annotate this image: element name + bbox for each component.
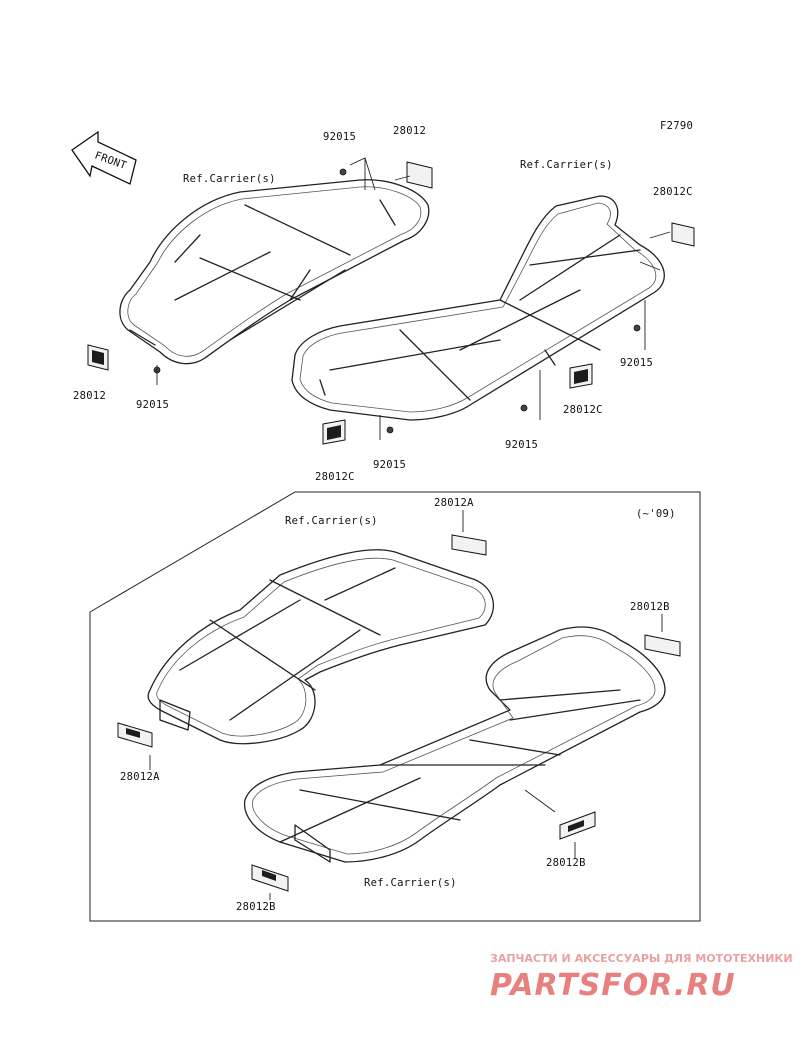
label-92015-center: 92015	[505, 439, 538, 451]
reflector-28012-top	[406, 161, 433, 189]
label-92015-right: 92015	[620, 357, 653, 369]
label-28012A-top: 28012A	[434, 497, 474, 509]
front-arrow-icon: FRONT	[71, 130, 137, 185]
label-28012C-right: 28012C	[653, 186, 693, 198]
nut-92015-center	[520, 404, 528, 412]
label-28012A-left: 28012A	[120, 771, 160, 783]
reflector-28012B-right	[644, 634, 681, 657]
reflector-28012A-top	[451, 534, 487, 556]
label-28012C-bottom: 28012C	[315, 471, 355, 483]
label-28012B-left: 28012B	[236, 901, 276, 913]
reflector-28012C-center	[569, 363, 593, 389]
label-28012B-right: 28012B	[630, 601, 670, 613]
front-carrier-top	[119, 179, 430, 365]
rear-carrier-bottom	[243, 626, 666, 863]
label-92015-bottom: 92015	[373, 459, 406, 471]
rear-carrier-top	[291, 195, 665, 421]
figure-code: F2790	[660, 120, 693, 132]
nut-92015-top	[339, 168, 347, 176]
label-ref-carrier-bottom: Ref.Carrier(s)	[364, 877, 457, 889]
reflector-28012B-center	[559, 811, 596, 840]
reflector-28012A-left	[117, 722, 153, 748]
label-28012-left: 28012	[73, 390, 106, 402]
variant-frame	[89, 491, 701, 922]
nut-92015-bottom	[386, 426, 394, 434]
reflector-28012C-bottom	[322, 419, 346, 445]
label-ref-carrier-bottom-top: Ref.Carrier(s)	[285, 515, 378, 527]
reflector-28012B-left	[251, 864, 289, 892]
nut-92015-right	[633, 324, 641, 332]
watermark-tagline: ЗАПЧАСТИ И АКСЕССУАРЫ ДЛЯ МОТОТЕХНИКИ	[490, 952, 793, 965]
front-carrier-bottom	[147, 549, 494, 745]
label-92015-left: 92015	[136, 399, 169, 411]
label-ref-carrier-top-right: Ref.Carrier(s)	[520, 159, 613, 171]
reflector-28012C-right	[671, 222, 695, 247]
variant-note: (~'09)	[636, 508, 676, 520]
label-28012-top: 28012	[393, 125, 426, 137]
label-28012B-center: 28012B	[546, 857, 586, 869]
reflector-28012-left	[87, 344, 109, 371]
label-92015-top: 92015	[323, 131, 356, 143]
watermark-brand: PARTSFOR.RU	[490, 968, 736, 1003]
label-ref-carrier-top-left: Ref.Carrier(s)	[183, 173, 276, 185]
label-28012C-center: 28012C	[563, 404, 603, 416]
